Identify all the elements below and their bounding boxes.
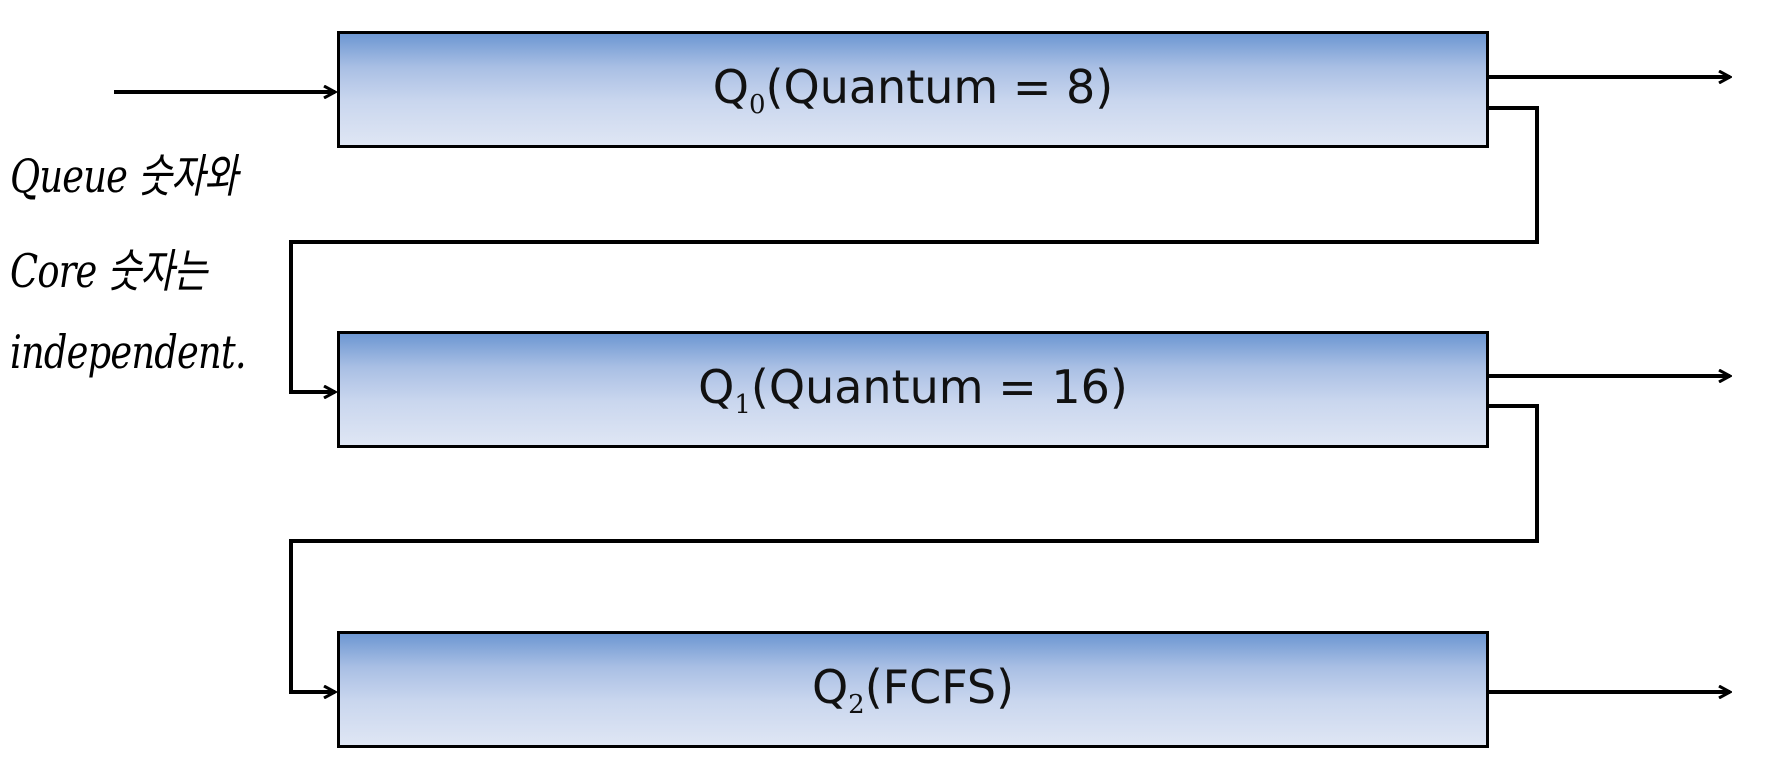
handwritten-note-line1: Queue 숫자와 — [10, 149, 238, 203]
q1-to-q2-demote-arrow — [289, 404, 1539, 692]
queue-q0-label: Q0(Quantum = 8) — [712, 59, 1114, 120]
queue-q1-label: Q1(Quantum = 16) — [698, 359, 1128, 420]
queue-q1-box: Q1(Quantum = 16) — [337, 331, 1489, 448]
queue-q2-label: Q2(FCFS) — [811, 659, 1015, 720]
handwritten-note-line3: independent. — [10, 325, 247, 379]
q0-to-q1-demote-arrow — [289, 106, 1539, 392]
queue-q0-box: Q0(Quantum = 8) — [337, 31, 1489, 148]
queue-q2-box: Q2(FCFS) — [337, 631, 1489, 748]
handwritten-note-line2: Core 숫자는 — [10, 244, 207, 298]
